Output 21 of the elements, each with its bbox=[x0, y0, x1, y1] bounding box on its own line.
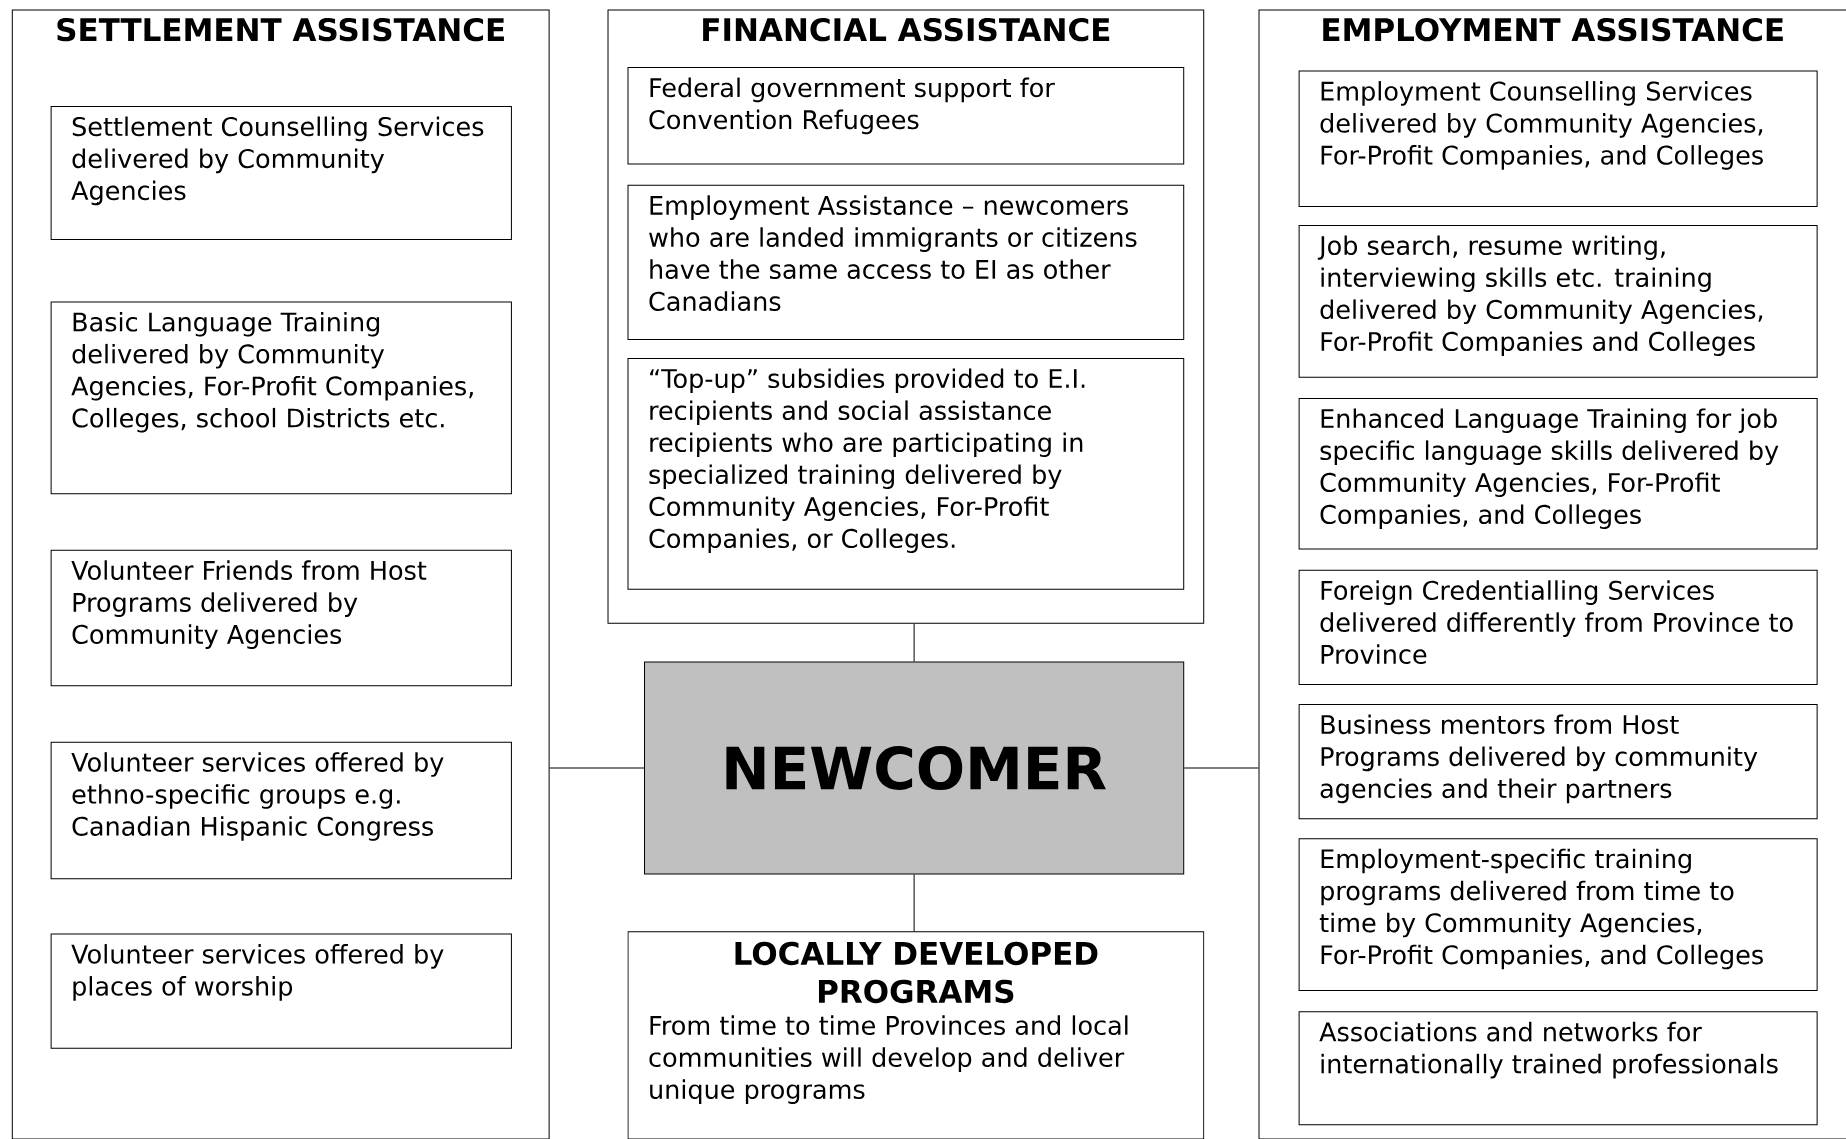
service-box: Employment-specific training programs delivered from time to time by Community Agencies, For-Profit Companies, and Colleges bbox=[1298, 838, 1818, 992]
service-box: Job search, resume writing, interviewing skills etc. training delivered by Community Agencies, For-Profit Companies and Colleges bbox=[1298, 224, 1818, 378]
center-box: NEWCOMER bbox=[644, 661, 1185, 875]
service-box: Basic Language Training delivered by Community Agencies, For-Profit Companies, Colleges, school Districts etc. bbox=[50, 301, 512, 495]
service-box: Settlement Counselling Services delivered by Community Agencies bbox=[50, 106, 512, 240]
program-box: LOCALLY DEVELOPED PROGRAMS From time to time Provinces and local communities will develop and deliver unique programs bbox=[627, 931, 1205, 1139]
service-box: Associations and networks for internationally trained professionals bbox=[1298, 1011, 1818, 1126]
service-box: Federal government support for Convention Refugees bbox=[627, 67, 1185, 165]
connector-line bbox=[913, 874, 915, 932]
service-box: Volunteer Friends from Host Programs delivered by Community Agencies bbox=[50, 549, 512, 687]
service-box: Enhanced Language Training for job specific language skills delivered by Community Agencies, For-Profit Companies, and Colleges bbox=[1298, 397, 1818, 550]
connector-line bbox=[1183, 767, 1259, 769]
service-box: “Top-up” subsidies provided to E.I. recipients and social assistance recipients who are participating in specialized training delivered by Community Agencies, For-Profit Companies, or Colleges. bbox=[627, 357, 1185, 590]
service-box: Employment Counselling Services delivered by Community Agencies, For-Profit Companies, and Colleges bbox=[1298, 70, 1818, 207]
service-box: Volunteer services offered by ethno-specific groups e.g. Canadian Hispanic Congress bbox=[50, 741, 512, 880]
connector-line bbox=[549, 767, 645, 769]
service-box: Business mentors from Host Programs delivered by community agencies and their partners bbox=[1298, 704, 1818, 820]
connector-line bbox=[913, 623, 915, 663]
service-box: Employment Assistance – newcomers who are landed immigrants or citizens have the same access to EI as other Canadians bbox=[627, 184, 1185, 340]
service-box: Volunteer services offered by places of worship bbox=[50, 933, 512, 1049]
service-box: Foreign Credentialling Services delivered differently from Province to Province bbox=[1298, 569, 1818, 685]
